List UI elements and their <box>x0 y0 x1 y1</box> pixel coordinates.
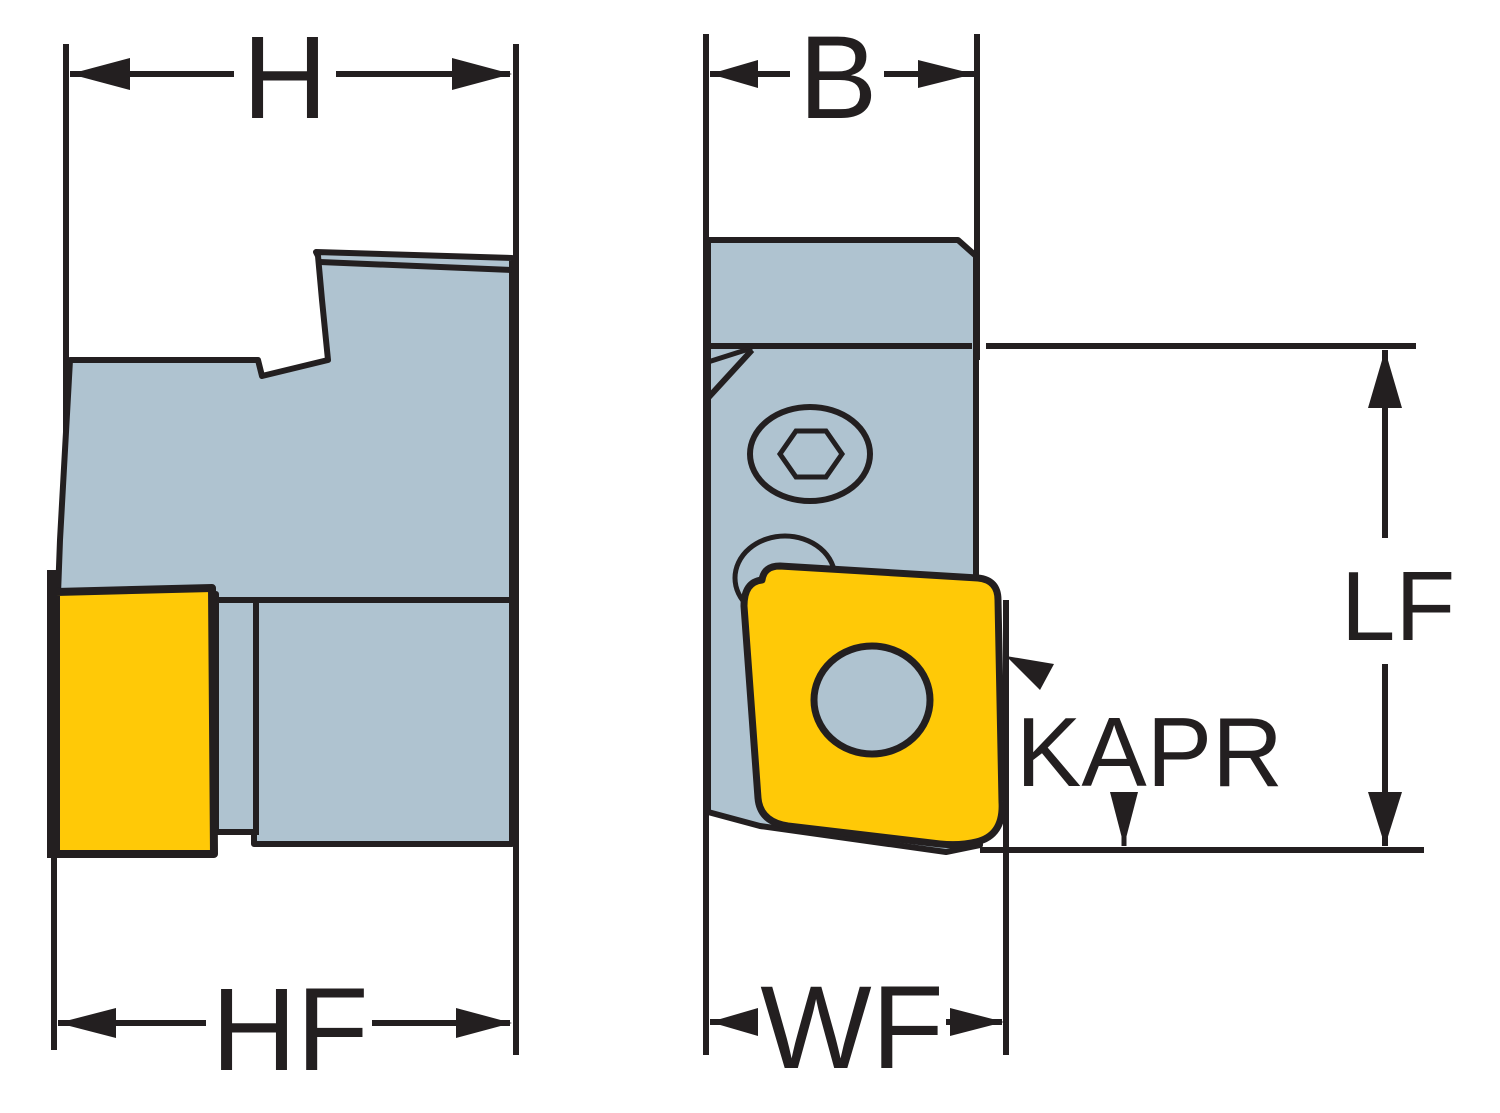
arrow-left-icon <box>710 60 758 88</box>
arrow-up-icon <box>1368 350 1402 408</box>
front-view: B WF LF KAPR <box>703 12 1455 1094</box>
dimension-label-h: H <box>242 12 327 144</box>
arrow-right-icon <box>918 60 974 88</box>
dimension-label-b: B <box>799 12 878 144</box>
holder-top-edge <box>319 259 513 273</box>
insert-side <box>52 584 218 858</box>
arrow-right-icon <box>456 1008 512 1038</box>
dimension-label-lf: LF <box>1341 551 1455 661</box>
arrow-right-icon <box>950 1008 1004 1036</box>
arrow-left-icon <box>710 1008 758 1036</box>
holder-body-side <box>55 249 515 847</box>
dimension-label-wf: WF <box>760 962 943 1094</box>
dimension-label-hf: HF <box>211 964 368 1096</box>
arrow-down-icon <box>1368 792 1402 846</box>
dimension-h: H <box>70 12 512 144</box>
dimension-hf: HF <box>58 964 512 1096</box>
dimension-kapr: KAPR <box>1006 656 1283 846</box>
side-view: H HF <box>47 12 519 1096</box>
dimension-wf: WF <box>710 962 1004 1094</box>
hex-socket-icon <box>776 428 846 480</box>
shim-side <box>213 597 259 835</box>
arrow-left-icon <box>58 1008 116 1038</box>
angle-arrow-icon <box>1006 656 1054 690</box>
chamfer-edge <box>705 347 755 401</box>
dimension-label-kapr: KAPR <box>1016 697 1283 807</box>
insert-hole-icon <box>810 642 934 758</box>
dimension-b: B <box>710 12 974 144</box>
chamfer-line <box>707 345 753 365</box>
arrow-left-icon <box>70 58 130 90</box>
arrow-right-icon <box>452 58 512 90</box>
dimension-lf: LF <box>980 343 1455 853</box>
arrow-down-icon <box>1110 792 1138 846</box>
